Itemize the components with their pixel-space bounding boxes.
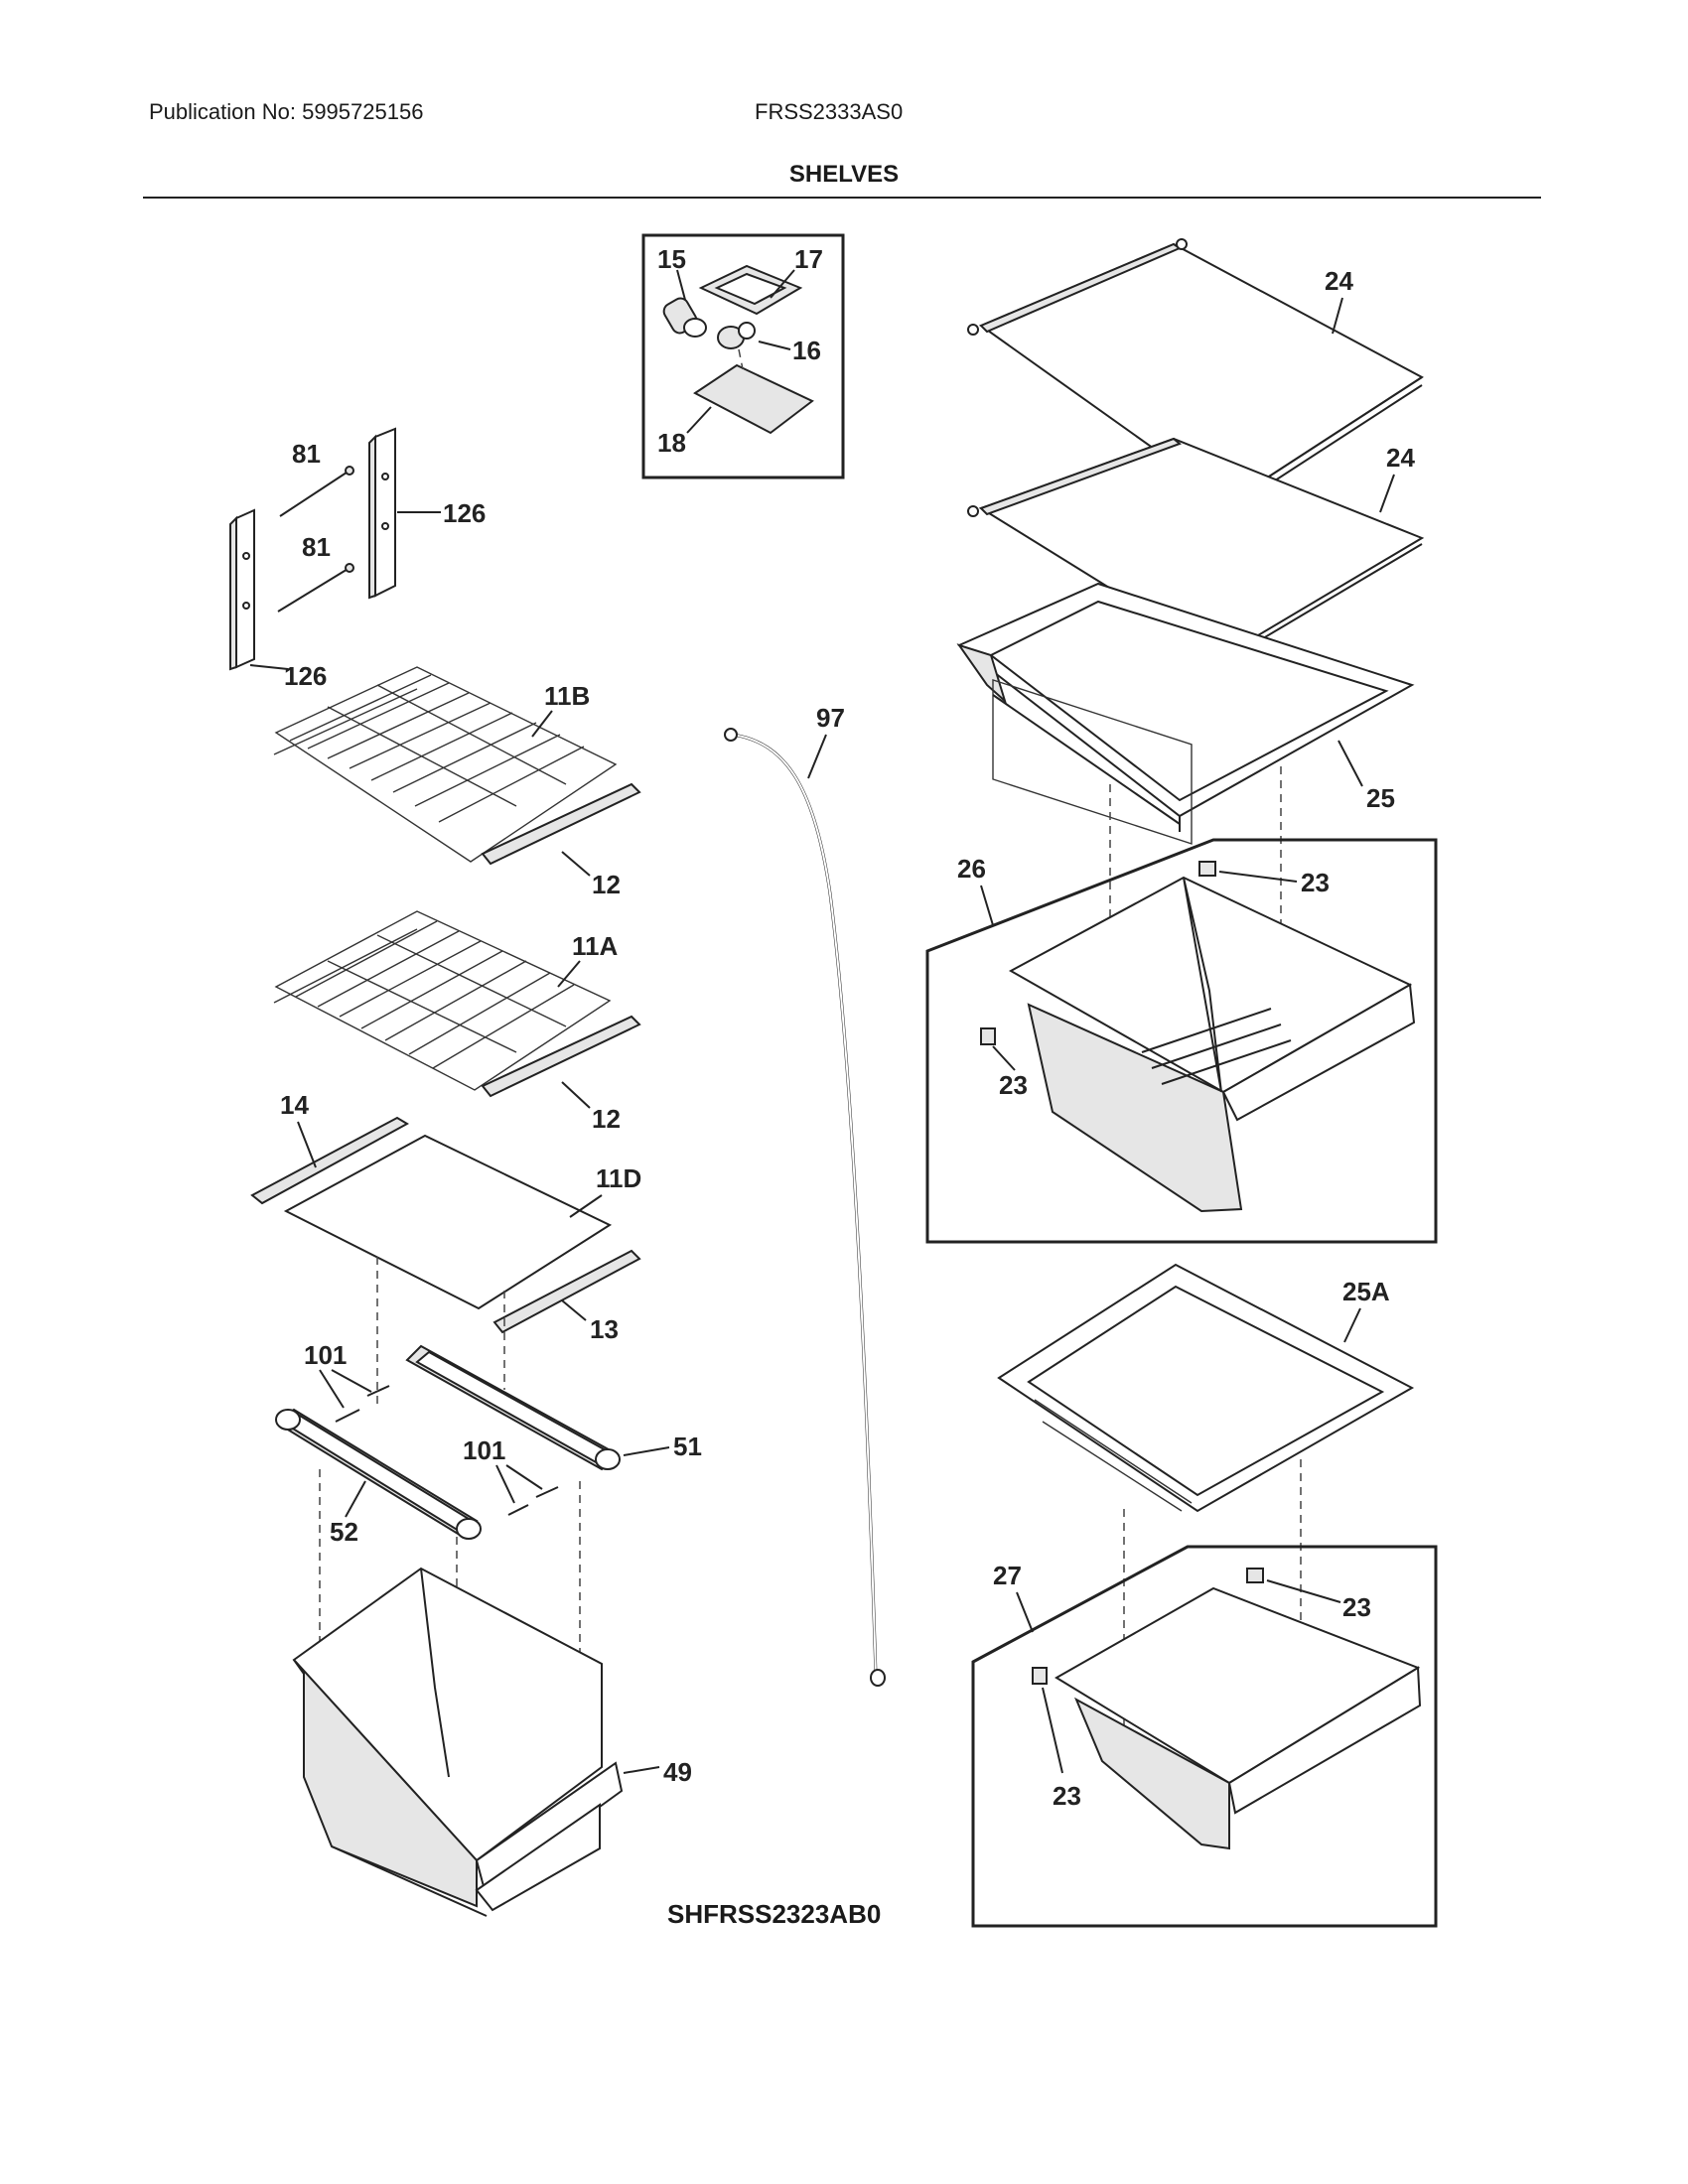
callout-49: 49	[663, 1757, 692, 1787]
callout-12-a: 12	[592, 870, 621, 899]
callout-26: 26	[957, 854, 986, 884]
part-13-trim	[492, 1249, 641, 1334]
part-97-water-tube	[724, 728, 886, 1687]
callout-25A: 25A	[1342, 1277, 1390, 1306]
callout-23-b: 23	[999, 1070, 1028, 1100]
part-24-glass-shelf-top	[967, 238, 1424, 511]
part-51-slide-rail	[405, 1344, 621, 1471]
header-rule	[143, 197, 1541, 199]
callout-81-a: 81	[292, 439, 321, 469]
part-12-rail-b	[481, 1015, 641, 1098]
callout-23-c: 23	[1342, 1592, 1371, 1622]
crisper-drawer-inset-26	[925, 838, 1438, 1244]
callout-12-b: 12	[592, 1104, 621, 1134]
part-23-clip-c	[1246, 1568, 1264, 1583]
callout-101-b: 101	[463, 1435, 505, 1465]
callout-97: 97	[816, 703, 845, 733]
callout-18: 18	[657, 428, 686, 458]
callout-17: 17	[794, 244, 823, 274]
part-11B-wire-shelf	[273, 666, 618, 863]
part-126-shelf-brackets	[229, 427, 396, 671]
part-23-clip-d	[1032, 1667, 1048, 1685]
part-16-bulb	[717, 322, 756, 349]
callout-27: 27	[993, 1561, 1022, 1590]
part-14-trim	[250, 1116, 410, 1205]
callout-24-top: 24	[1325, 266, 1353, 296]
callout-16: 16	[792, 336, 821, 365]
callout-11B: 11B	[544, 681, 590, 711]
callout-14: 14	[280, 1090, 309, 1120]
callout-126-b: 126	[284, 661, 327, 691]
part-49-deli-drawer	[292, 1567, 624, 1917]
part-12-rail-a	[481, 782, 641, 866]
crisper-drawer-inset-27	[971, 1545, 1438, 1928]
callout-11D: 11D	[596, 1163, 641, 1193]
part-15-socket	[662, 297, 707, 338]
part-25-crisper-cover	[956, 582, 1415, 845]
callout-25: 25	[1366, 783, 1395, 813]
callout-51: 51	[673, 1432, 702, 1461]
part-52-slide-rail	[275, 1408, 482, 1540]
callout-11A: 11A	[572, 931, 618, 961]
light-assembly-inset: 15 17 16 18	[641, 233, 845, 479]
callout-13: 13	[590, 1314, 619, 1344]
callout-15: 15	[657, 244, 686, 274]
model-number: FRSS2333AS0	[755, 99, 904, 124]
publication-number: Publication No: 5995725156	[149, 99, 424, 124]
callout-81-b: 81	[302, 532, 331, 562]
callout-24-second: 24	[1386, 443, 1415, 473]
part-18-lens	[693, 363, 814, 435]
callout-23-a: 23	[1301, 868, 1330, 897]
part-23-clip-b	[980, 1027, 996, 1045]
part-23-clip-a	[1198, 861, 1216, 877]
callout-52: 52	[330, 1517, 358, 1547]
part-11D-glass-shelf	[283, 1134, 613, 1310]
callout-23-d: 23	[1053, 1781, 1081, 1811]
section-title: SHELVES	[788, 161, 900, 188]
inset-frame	[641, 233, 845, 479]
callout-126-a: 126	[443, 498, 486, 528]
diagram-code: SHFRSS2323AB0	[667, 1899, 882, 1929]
part-11A-wire-shelf	[273, 910, 612, 1091]
callout-101-a: 101	[304, 1340, 347, 1370]
part-25A-crisper-cover	[997, 1263, 1415, 1513]
